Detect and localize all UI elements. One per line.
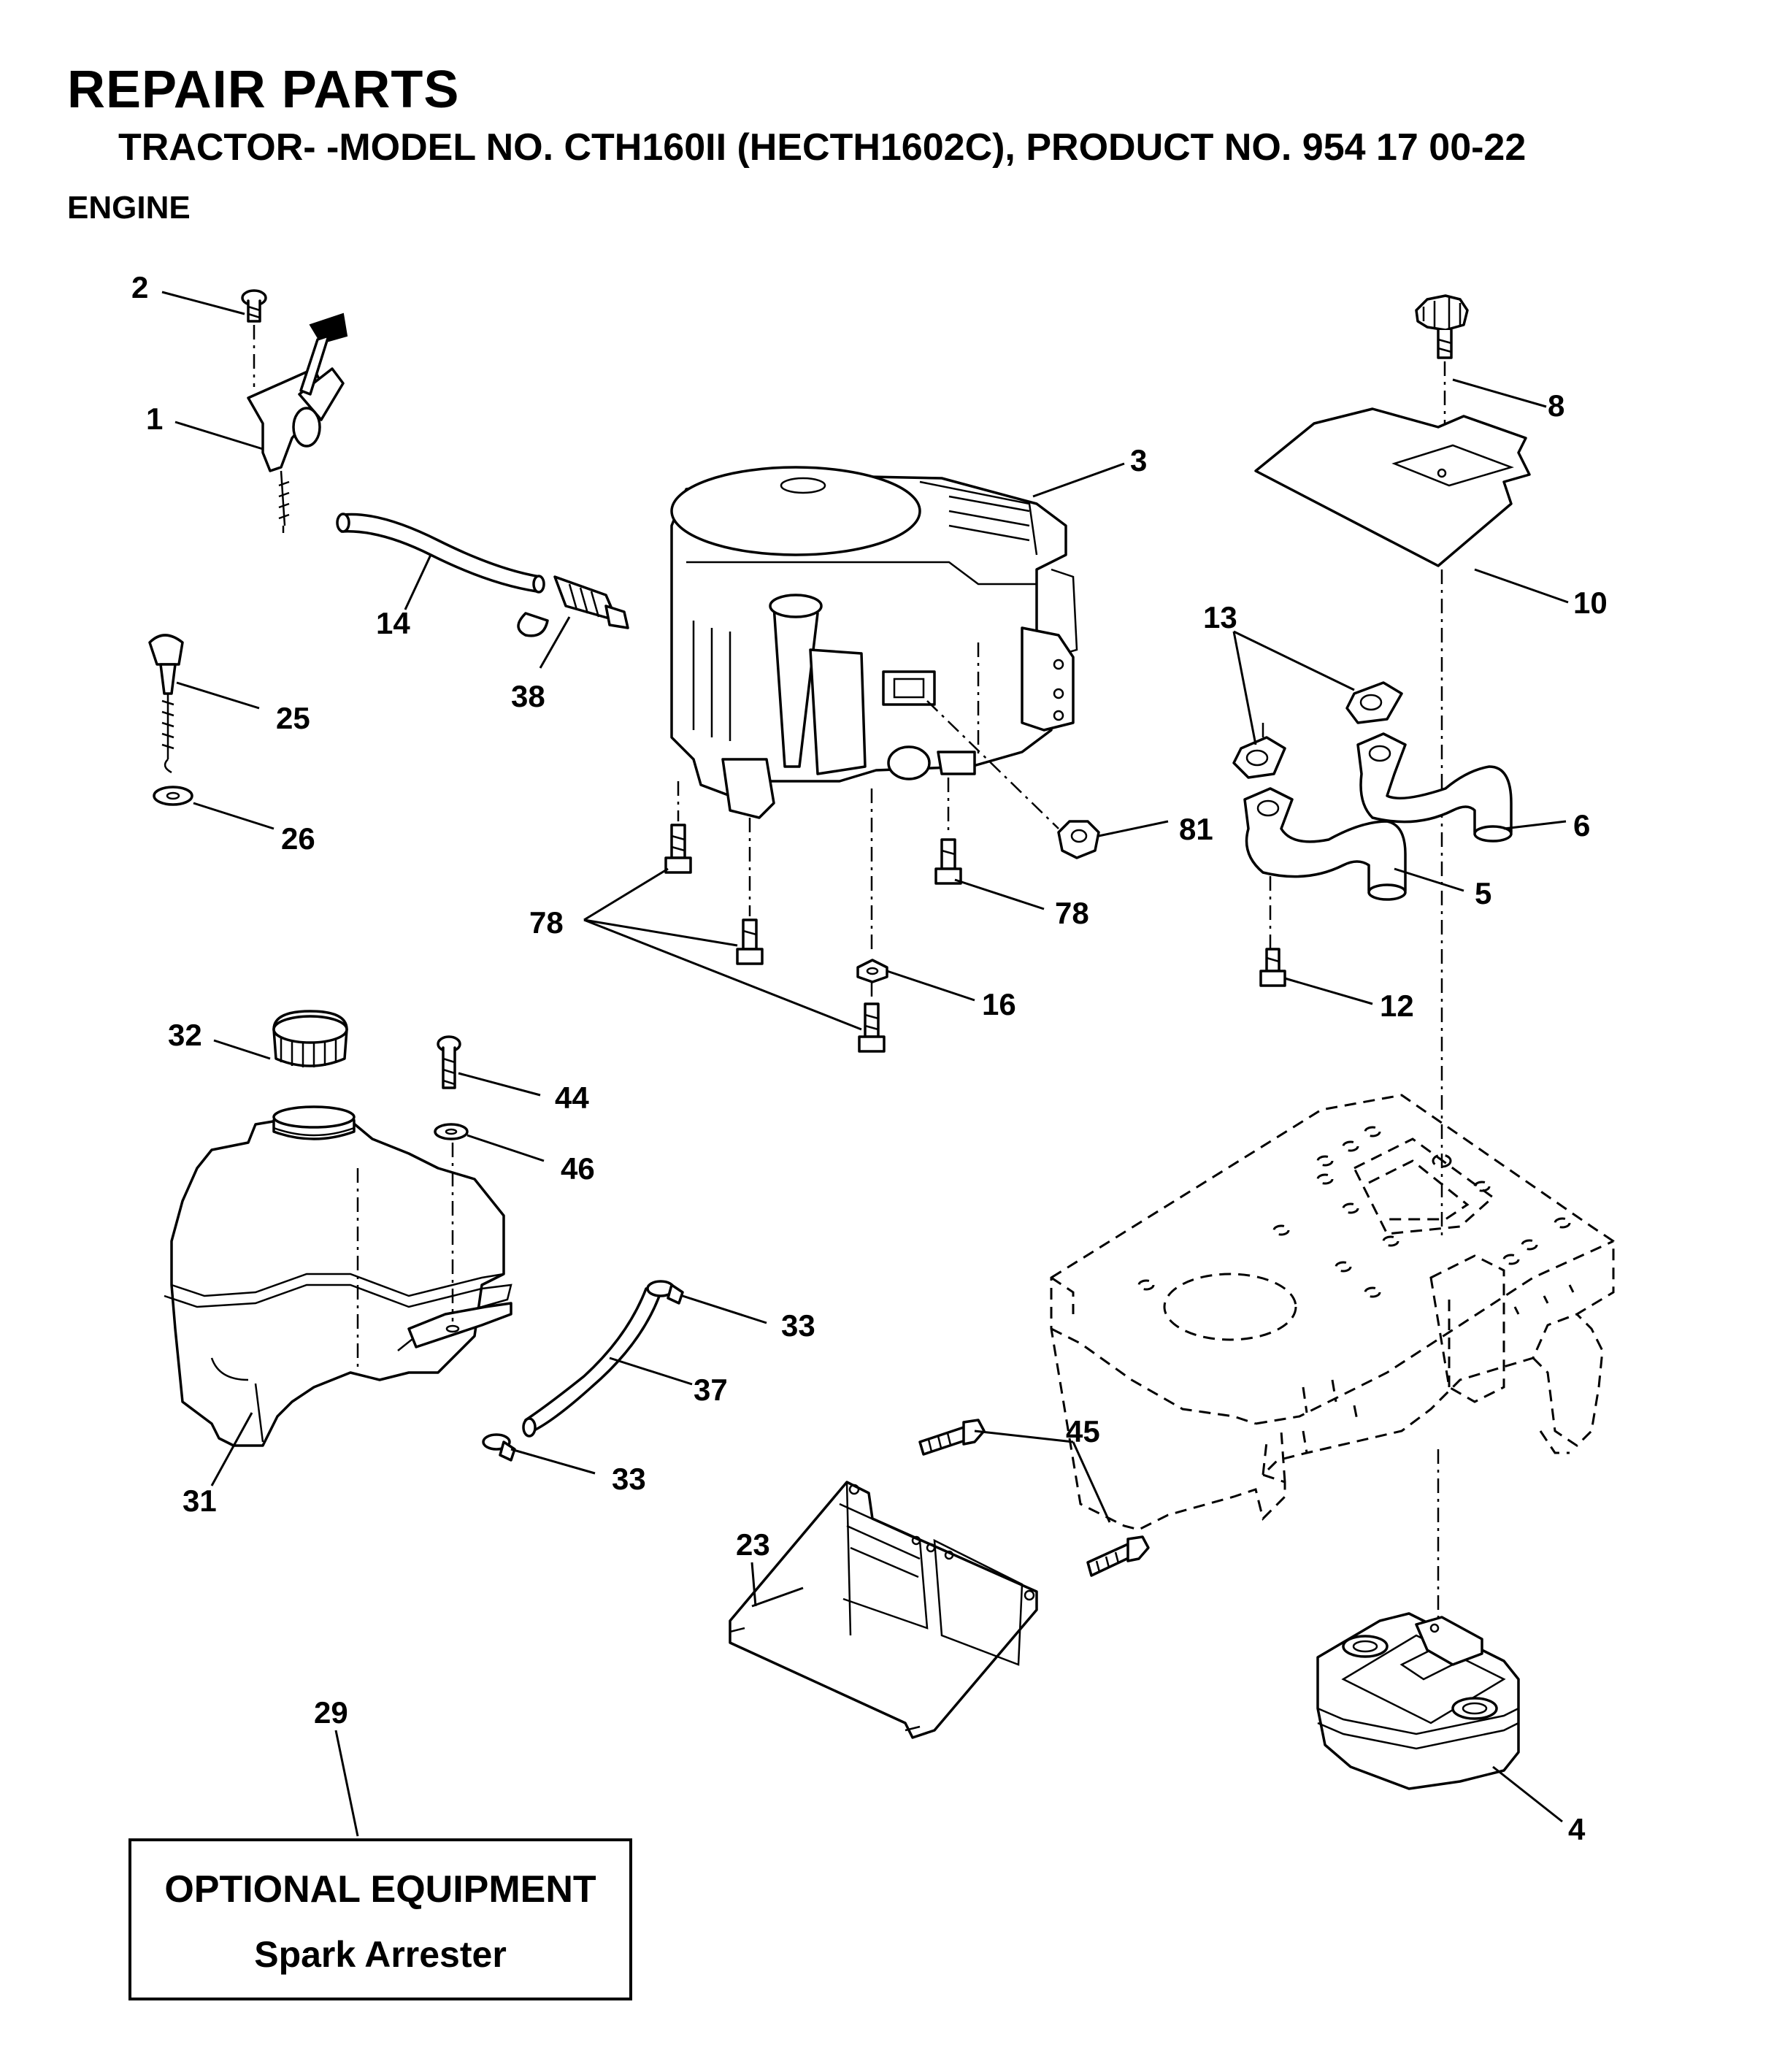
optional-equipment-title: OPTIONAL EQUIPMENT — [164, 1868, 596, 1911]
callout-5: 5 — [1475, 876, 1491, 910]
hose-clamp-lower-part[interactable] — [482, 1433, 516, 1462]
tank-washer-part[interactable] — [434, 1123, 469, 1321]
callout-12: 12 — [1380, 989, 1414, 1023]
callout-13: 13 — [1203, 600, 1237, 634]
dipstick-part[interactable] — [148, 634, 184, 774]
fuel-line-lower-part[interactable] — [522, 1287, 662, 1438]
callout-46: 46 — [561, 1151, 595, 1186]
callout-25: 25 — [276, 701, 310, 735]
page-title: REPAIR PARTS — [67, 61, 460, 119]
shield-bolt-lower-part[interactable] — [1086, 1535, 1150, 1577]
callout-31: 31 — [183, 1484, 217, 1518]
knob-part[interactable] — [1415, 294, 1469, 423]
optional-equipment-item: Spark Arrester — [254, 1934, 507, 1975]
callout-29: 29 — [314, 1695, 348, 1730]
engine-part[interactable] — [670, 466, 1078, 819]
callout-23: 23 — [736, 1527, 770, 1562]
callout-10: 10 — [1573, 586, 1608, 620]
bolt-78-left-part[interactable] — [664, 781, 692, 874]
section-title: ENGINE — [67, 190, 191, 226]
bolt-78-right-part[interactable] — [934, 778, 962, 885]
callout-8: 8 — [1548, 388, 1564, 423]
callout-labels: 2 1 3 8 10 13 14 38 25 26 81 6 5 78 78 1… — [131, 270, 1608, 1846]
exhaust-pipe-upper-part[interactable] — [1356, 732, 1513, 843]
lock-washer-part[interactable] — [856, 959, 888, 983]
fuel-filter-part[interactable] — [517, 575, 629, 637]
tank-screw-part[interactable] — [437, 1035, 461, 1089]
frame-reference — [1050, 1094, 1615, 1531]
plate-part[interactable] — [1254, 407, 1531, 1241]
callout-38: 38 — [511, 679, 545, 713]
leader-lines — [161, 291, 1569, 1837]
callout-1: 1 — [146, 402, 163, 436]
bolt-78-center-part[interactable] — [736, 818, 764, 965]
fuel-line-part[interactable] — [336, 513, 545, 594]
callout-33b: 33 — [612, 1462, 646, 1496]
gasket-upper-part[interactable] — [1345, 681, 1403, 724]
callout-26: 26 — [281, 821, 315, 856]
callout-78b: 78 — [1055, 896, 1089, 930]
throttle-screw-part[interactable] — [241, 289, 267, 387]
callout-6: 6 — [1573, 808, 1590, 843]
callout-3: 3 — [1130, 443, 1147, 477]
washer-part[interactable] — [153, 786, 193, 806]
fuel-cap-part[interactable] — [272, 1010, 348, 1067]
callout-32: 32 — [168, 1018, 202, 1052]
shield-bolt-upper-part[interactable] — [918, 1419, 986, 1456]
nut-part[interactable] — [926, 700, 1100, 859]
optional-equipment-box: OPTIONAL EQUIPMENT Spark Arrester — [128, 1838, 632, 2000]
model-line: TRACTOR- -MODEL NO. CTH160II (HECTH1602C… — [118, 126, 1527, 169]
callout-44: 44 — [555, 1081, 589, 1115]
callout-81: 81 — [1179, 812, 1213, 846]
callout-16: 16 — [982, 987, 1016, 1021]
callout-78a: 78 — [529, 905, 564, 940]
throttle-control-part[interactable] — [247, 312, 348, 533]
callout-33a: 33 — [781, 1308, 815, 1343]
gasket-lower-part[interactable] — [1232, 723, 1286, 779]
callout-2: 2 — [131, 270, 148, 304]
callout-45: 45 — [1066, 1414, 1100, 1449]
callout-14: 14 — [376, 606, 410, 640]
heat-shield-part[interactable] — [729, 1481, 1038, 1739]
muffler-part[interactable] — [1316, 1449, 1520, 1790]
bolt-78-lower-part[interactable] — [858, 788, 886, 1053]
exhaust-pipe-lower-part[interactable] — [1243, 787, 1407, 949]
hose-clamp-upper-part[interactable] — [646, 1280, 684, 1305]
callout-37: 37 — [694, 1373, 728, 1407]
bolt-12-part[interactable] — [1259, 948, 1286, 987]
callout-4: 4 — [1568, 1812, 1586, 1846]
fuel-tank-part[interactable] — [164, 1105, 512, 1447]
